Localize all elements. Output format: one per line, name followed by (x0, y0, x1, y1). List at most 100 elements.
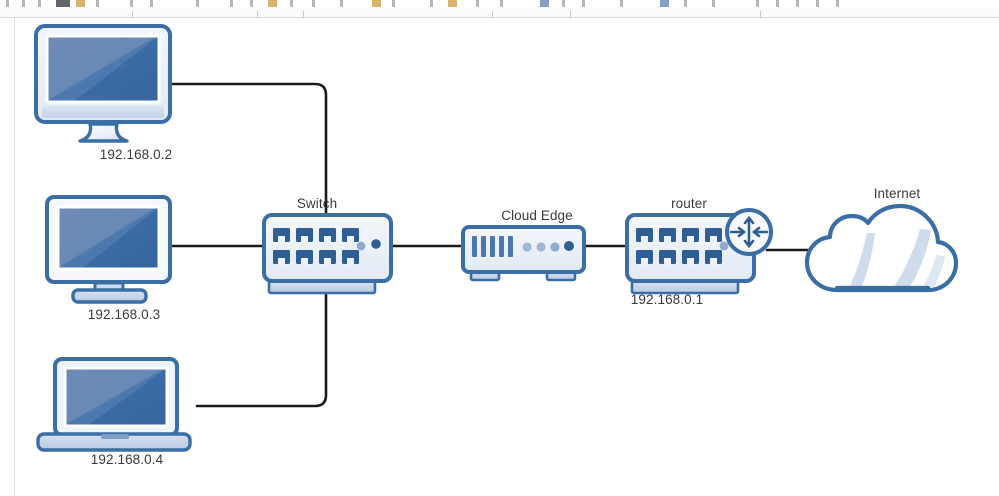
toolbar-icon[interactable] (476, 0, 479, 7)
toolbar-icon[interactable] (38, 0, 41, 7)
ruler (0, 9, 999, 18)
node-pc-middle[interactable] (45, 195, 172, 304)
toolbar-icon[interactable] (250, 0, 253, 7)
node-pc-top[interactable] (34, 24, 172, 143)
label-pc-middle: 192.168.0.3 (87, 307, 161, 322)
cloud-edge-indicator-dot (564, 241, 574, 251)
toolbar-icon[interactable] (76, 0, 85, 7)
toolbar-icon[interactable] (540, 0, 549, 7)
switch-chassis (262, 213, 393, 283)
cloud-swoosh (922, 255, 945, 288)
switch-port (319, 228, 336, 243)
toolbar-icon[interactable] (816, 0, 819, 7)
cloud-swoosh (893, 229, 931, 288)
link-pc4-switch (195, 284, 328, 408)
switch-ports (273, 228, 359, 265)
toolbar-icon[interactable] (620, 0, 623, 7)
router-port (705, 250, 722, 265)
toolbar-icon[interactable] (372, 0, 381, 7)
ruler-tick (492, 11, 493, 18)
screen-glare (58, 207, 159, 269)
node-switch[interactable] (262, 213, 393, 295)
toolbar-icon[interactable] (230, 0, 233, 7)
cloud-edge-indicator-dot (522, 242, 532, 252)
switch-port (273, 228, 290, 243)
toolbar-strip[interactable] (0, 0, 999, 9)
switch-port (342, 228, 359, 243)
ruler-tick (760, 11, 761, 18)
screen-glare (65, 368, 167, 426)
cloud-edge-indicator-dot (536, 242, 546, 252)
laptop-screen (63, 366, 169, 428)
label-laptop: 192.168.0.4 (90, 452, 164, 467)
toolbar-icon[interactable] (56, 0, 70, 7)
node-internet[interactable] (804, 203, 959, 293)
ruler-tick (132, 11, 133, 18)
cloud-edge-indicator-dot (550, 242, 560, 252)
switch-indicator-dot (356, 241, 366, 251)
switch-port (296, 250, 313, 265)
router-port (705, 228, 722, 243)
toolbar-icon[interactable] (392, 0, 395, 7)
toolbar-icon[interactable] (582, 0, 585, 7)
switch-port (319, 250, 336, 265)
switch-port (296, 228, 313, 243)
toolbar-icon[interactable] (340, 0, 343, 7)
router-port (659, 250, 676, 265)
label-switch: Switch (296, 196, 338, 211)
toolbar-icon[interactable] (448, 0, 457, 7)
toolbar-icon[interactable] (562, 0, 565, 7)
router-port (636, 228, 653, 243)
diagram-canvas[interactable]: 192.168.0.2 192.168.0.3 192.168.0.4 Swit… (14, 18, 999, 496)
toolbar-icon[interactable] (312, 0, 315, 7)
node-cloud-edge[interactable] (461, 225, 586, 282)
switch-indicator-dot (371, 239, 381, 249)
toolbar-icon[interactable] (430, 0, 433, 7)
toolbar-icon[interactable] (6, 0, 9, 7)
toolbar-icon[interactable] (290, 0, 293, 7)
monitor-screen (56, 205, 161, 271)
router-port (659, 228, 676, 243)
toolbar-icon[interactable] (684, 0, 687, 7)
toolbar-icon[interactable] (756, 0, 759, 7)
toolbar-icon[interactable] (130, 0, 133, 7)
router-indicator-dot (719, 241, 729, 251)
cloud-edge-vent-bars (472, 236, 513, 257)
toolbar-icon[interactable] (500, 0, 503, 7)
monitor-chin (42, 106, 164, 118)
switch-port (273, 250, 290, 265)
ruler-tick (570, 11, 571, 18)
router-port (682, 250, 699, 265)
laptop-trackpad-notch (101, 434, 129, 439)
cloud-swoosh (849, 233, 875, 288)
toolbar-icon[interactable] (836, 0, 839, 7)
toolbar-icon[interactable] (268, 0, 277, 7)
monitor-stand-base (71, 288, 148, 304)
toolbar-icon[interactable] (776, 0, 779, 7)
monitor-screen (45, 34, 161, 104)
ruler-tick (257, 11, 258, 18)
monitor-stand-foot (78, 122, 129, 143)
label-internet: Internet (873, 186, 921, 201)
node-router[interactable] (625, 208, 773, 295)
router-port (682, 228, 699, 243)
toolbar-icon[interactable] (796, 0, 799, 7)
ruler-tick (303, 11, 304, 18)
screen-glare (47, 36, 159, 102)
toolbar-icon[interactable] (22, 0, 25, 7)
toolbar-icon[interactable] (96, 0, 99, 7)
toolbar-icon[interactable] (196, 0, 199, 7)
toolbar-icon[interactable] (150, 0, 153, 7)
node-laptop-bottom[interactable] (36, 357, 192, 452)
label-cloud-edge: Cloud Edge (501, 208, 573, 223)
router-ports (636, 228, 722, 265)
label-router-ip: 192.168.0.1 (630, 292, 704, 307)
links-layer (169, 82, 815, 408)
router-port (636, 250, 653, 265)
router-arrows-badge (725, 208, 773, 256)
label-pc-top: 192.168.0.2 (99, 147, 173, 162)
toolbar-icon[interactable] (660, 0, 669, 7)
toolbar-icon[interactable] (712, 0, 715, 7)
